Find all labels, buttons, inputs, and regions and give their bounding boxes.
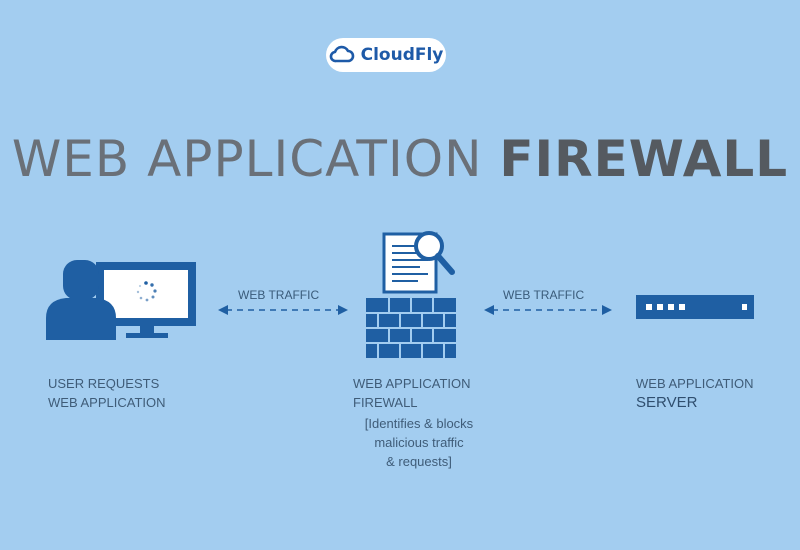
- loading-spinner-icon: [136, 281, 157, 302]
- user-label: USER REQUESTS WEB APPLICATION: [48, 374, 166, 412]
- firewall-label-line1: WEB APPLICATION: [353, 376, 471, 391]
- title-light: WEB APPLICATION: [11, 130, 483, 188]
- server-label-line1: WEB APPLICATION: [636, 376, 754, 391]
- user-label-line1: USER REQUESTS: [48, 376, 160, 391]
- firewall-label-line2: FIREWALL: [353, 395, 418, 410]
- right-traffic-arrow: [484, 305, 612, 315]
- title-bold: FIREWALL: [499, 130, 789, 188]
- page-title: WEB APPLICATION FIREWALL: [0, 130, 800, 188]
- firewall-label: WEB APPLICATION FIREWALL: [353, 374, 471, 412]
- user-computer-icon: [46, 260, 196, 340]
- server-label: WEB APPLICATION SERVER: [636, 374, 754, 412]
- brand-name: CloudFly: [360, 45, 444, 65]
- firewall-icon: [366, 231, 456, 358]
- firewall-note-line1: [Identifies & blocks: [364, 416, 474, 431]
- left-traffic-label: WEB TRAFFIC: [238, 288, 320, 302]
- user-label-line2: WEB APPLICATION: [48, 395, 166, 410]
- server-label-line2: SERVER: [636, 394, 698, 411]
- server-icon: [636, 295, 754, 319]
- firewall-note-line3: & requests]: [386, 454, 452, 469]
- firewall-note: [Identifies & blocks malicious traffic &…: [360, 414, 478, 471]
- cloud-icon: [329, 45, 354, 63]
- firewall-note-line2: malicious traffic: [374, 435, 464, 450]
- right-traffic-label: WEB TRAFFIC: [503, 288, 585, 302]
- brand-logo: CloudFly: [326, 38, 446, 72]
- left-traffic-arrow: [218, 305, 348, 315]
